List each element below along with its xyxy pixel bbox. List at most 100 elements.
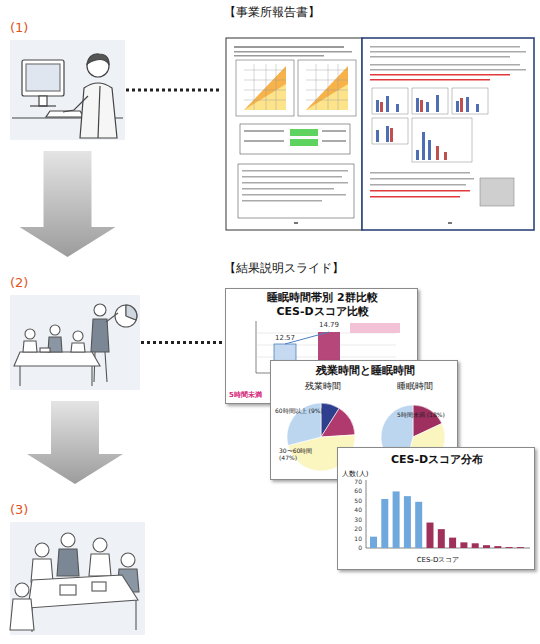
histogram bbox=[338, 448, 536, 571]
presentation-illustration-part bbox=[106, 313, 118, 322]
office-worker-illustration-part bbox=[39, 96, 47, 106]
report-pages-part bbox=[294, 222, 298, 224]
presentation-illustration-part bbox=[25, 329, 35, 339]
report-pages-part-part bbox=[376, 130, 379, 142]
flow-arrow bbox=[20, 151, 116, 257]
presentation-illustration-part bbox=[94, 304, 106, 316]
report-pages-part-part bbox=[242, 176, 342, 178]
presentation-illustration-part bbox=[50, 325, 60, 335]
section-heading: 【事業所報告書】 bbox=[224, 5, 474, 19]
presentation-illustration-part bbox=[10, 295, 140, 390]
report-pages-part-part bbox=[370, 69, 526, 71]
report-pages-part bbox=[236, 60, 294, 116]
report-pages-part-part bbox=[444, 152, 447, 160]
report-pages-part-part bbox=[242, 188, 334, 190]
axis-title: 人数(人) bbox=[342, 470, 386, 478]
report-pages-part-part bbox=[380, 102, 383, 112]
discussion-illustration-part bbox=[60, 585, 76, 595]
report-pages-part-part bbox=[254, 64, 255, 110]
histogram-bar bbox=[438, 529, 445, 548]
discussion-illustration-part bbox=[15, 583, 29, 597]
discussion-illustration-part bbox=[93, 538, 107, 552]
tick-label: 50 bbox=[342, 497, 362, 504]
report-pages-part-part bbox=[234, 46, 344, 48]
report-pages-part-part bbox=[396, 104, 399, 112]
report-pages-part-part bbox=[466, 97, 469, 112]
report-pages-part-part bbox=[370, 51, 526, 53]
report-pages-part bbox=[370, 46, 526, 71]
office-worker-illustration-part bbox=[87, 54, 109, 64]
histogram-bar bbox=[460, 542, 467, 548]
histogram-bar bbox=[494, 546, 501, 548]
tick-label: 30 bbox=[342, 516, 362, 523]
presentation-illustration-part bbox=[91, 366, 92, 386]
report-pages-part-part bbox=[306, 100, 348, 101]
report-group: 【事業所報告書】 bbox=[222, 6, 535, 232]
discussion-illustration-part bbox=[35, 543, 49, 557]
report-pages-part bbox=[370, 79, 490, 81]
report-pages-part-part bbox=[322, 140, 346, 142]
report-pages-part-part bbox=[386, 96, 389, 112]
flow-arrow bbox=[27, 401, 123, 484]
discussion-illustration-part bbox=[57, 549, 79, 576]
tick-label: 10 bbox=[342, 535, 362, 542]
report-pages-part-part bbox=[436, 146, 439, 160]
report-pages-part-part bbox=[328, 64, 329, 110]
report-pages-part-part bbox=[416, 98, 419, 112]
presentation-illustration-part bbox=[91, 319, 109, 352]
bar-value: 12.57 bbox=[269, 334, 301, 342]
report-pages-part-part bbox=[370, 184, 466, 186]
presentation-illustration-part bbox=[115, 305, 137, 327]
pie-slice bbox=[321, 408, 355, 437]
office-worker-illustration-part bbox=[63, 96, 88, 112]
presentation-illustration-part bbox=[73, 331, 83, 341]
slide-title: CES-Dスコア分布 bbox=[338, 453, 536, 466]
report-pages-part-part bbox=[460, 98, 463, 112]
report-pages-part-part bbox=[370, 172, 470, 174]
histogram-part bbox=[366, 480, 367, 548]
report-pages-part-part bbox=[370, 178, 474, 180]
discussion-illustration-part bbox=[10, 522, 145, 635]
tick-label: 60 bbox=[342, 487, 362, 494]
step-number: (1) bbox=[10, 20, 50, 36]
report-pages-part bbox=[370, 190, 470, 192]
report-pages-part-part bbox=[412, 118, 472, 162]
histogram-bar bbox=[393, 491, 400, 548]
illustration-panel: (2) bbox=[10, 295, 140, 390]
report-pages-part bbox=[238, 164, 354, 218]
report-pages-part-part bbox=[416, 150, 419, 160]
report-pages-part-part bbox=[306, 90, 348, 91]
tick-label: 0 bbox=[342, 544, 362, 551]
slides-group: 【結果説明スライド】 睡眠時間帯別 2群比較CES-Dスコア比較12.5714.… bbox=[222, 262, 535, 640]
report-pages-part-part bbox=[436, 95, 439, 112]
section-heading: 【結果説明スライド】 bbox=[224, 261, 474, 275]
report-pages-part-part bbox=[234, 55, 324, 57]
report-pages-part-part bbox=[476, 104, 479, 112]
pie-label: 60時間以上 (9%) bbox=[275, 407, 325, 414]
bar-value: 14.79 bbox=[313, 321, 345, 329]
report-pages-part bbox=[234, 46, 352, 57]
step-number: (3) bbox=[10, 502, 50, 518]
histogram-bar bbox=[483, 545, 490, 548]
report-pages-part-part bbox=[322, 130, 346, 132]
presentation-illustration-part bbox=[40, 348, 50, 352]
report-pages-part-part bbox=[316, 64, 317, 110]
report-pages-part bbox=[362, 38, 534, 230]
report-pages-part bbox=[240, 124, 350, 154]
report-pages-part-part bbox=[306, 70, 348, 71]
office-worker-illustration-part bbox=[80, 83, 117, 138]
histogram-bar bbox=[381, 499, 388, 548]
report-pages-part-part bbox=[420, 100, 423, 112]
result-slide: CES-Dスコア分布人数(人)CES-Dスコア010203040506070 bbox=[337, 447, 535, 570]
report-pages-part-part bbox=[266, 64, 267, 110]
discussion-illustration-part bbox=[92, 582, 106, 591]
report-pages-part-part bbox=[370, 64, 520, 66]
presentation-illustration-part bbox=[23, 341, 37, 352]
illustration-panel: (1) bbox=[10, 40, 125, 140]
report-pages-part-part bbox=[242, 170, 348, 172]
tick-label: 70 bbox=[342, 478, 362, 485]
office-worker-illustration-part bbox=[98, 86, 100, 138]
slide-subtitle: CES-Dスコア比較 bbox=[226, 305, 419, 318]
